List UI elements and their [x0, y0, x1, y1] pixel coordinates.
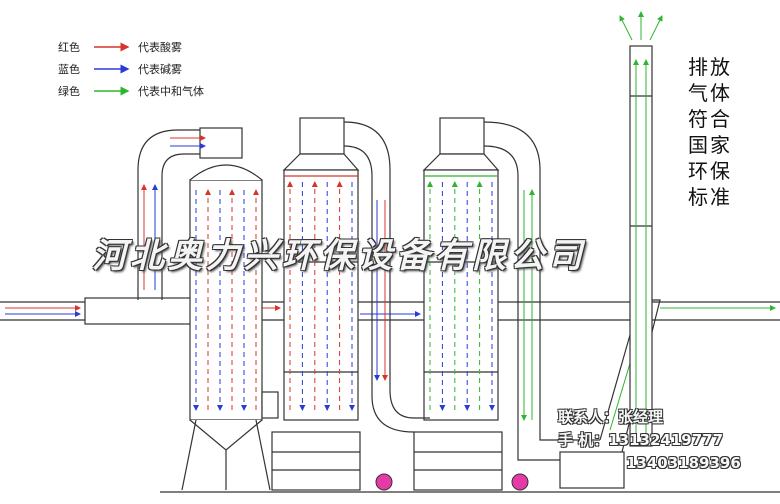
legend-item-acid: 红色 代表酸雾: [58, 36, 204, 58]
pump-2: [511, 473, 529, 491]
note-line: 环保: [688, 159, 732, 183]
legend-text: 代表碱雾: [138, 63, 182, 76]
note-line: 气体: [688, 81, 732, 105]
note-line: 标准: [688, 185, 732, 209]
legend-color-label: 红色: [58, 41, 80, 54]
green-arrow-icon: [94, 86, 130, 96]
exhaust-stack: [629, 45, 653, 447]
tower-2: [271, 117, 361, 491]
emission-standard-note: 排放 气体 符合 国家 环保 标准: [688, 54, 748, 210]
note-line: 排放: [688, 55, 732, 79]
tower-flow-arrows: [193, 181, 495, 411]
red-arrow-icon: [94, 42, 130, 52]
phone-number-2: 13403189396: [626, 454, 741, 472]
legend: 红色 代表酸雾 蓝色 代表碱雾 绿色 代表中和气体: [58, 36, 204, 102]
tower-3: [413, 117, 503, 491]
phone-label: 手 机：: [558, 431, 609, 449]
base-platform: [160, 451, 780, 493]
blue-arrow-icon: [94, 64, 130, 74]
inlet-flow: [141, 135, 206, 290]
phone-number-1: 13132419777: [608, 431, 724, 449]
contact-phone-row-2: 13403189396: [558, 452, 741, 475]
stack-flow: [619, 11, 663, 440]
stack-feed-flow: [521, 189, 642, 431]
legend-item-alkali: 蓝色 代表碱雾: [58, 58, 204, 80]
legend-item-neutral: 绿色 代表中和气体: [58, 80, 204, 102]
legend-text: 代表中和气体: [138, 85, 204, 98]
connector-flow: [374, 200, 388, 381]
legend-color-label: 蓝色: [58, 63, 80, 76]
note-line: 符合: [688, 107, 732, 131]
contact-phone-row: 手 机：13132419777: [558, 429, 741, 452]
pump-1: [375, 473, 393, 491]
contact-person: 联系人：张经理: [558, 408, 664, 426]
note-line: 国家: [688, 133, 732, 157]
legend-color-label: 绿色: [58, 85, 80, 98]
contact-info: 联系人：张经理 手 机：13132419777 13403189396: [558, 406, 741, 475]
company-watermark: 河北奥力兴环保设备有限公司: [92, 236, 586, 276]
legend-text: 代表酸雾: [138, 41, 182, 54]
inlet-pipe: [137, 127, 243, 300]
connector-pipe-2-3: [343, 121, 430, 433]
